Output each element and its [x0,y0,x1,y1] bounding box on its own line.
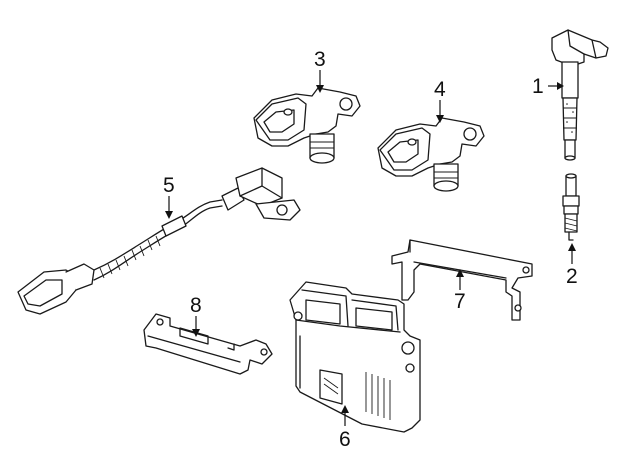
callout-label-7: 7 [454,290,466,313]
callout-label-5: 5 [163,174,175,197]
callout-arrow-5 [165,211,173,219]
part-crank-sensor-harness [17,167,301,315]
callout-arrow-4 [436,115,444,123]
callout-4: 4 [434,78,446,123]
callout-label-6: 6 [339,428,351,451]
callout-arrow-8 [192,329,200,337]
callout-3: 3 [314,48,326,93]
callout-arrow-7 [456,269,464,277]
callout-2: 2 [566,243,578,288]
callout-label-2: 2 [566,265,578,288]
part-cam-sensor-3 [253,87,361,164]
callout-7: 7 [454,269,466,313]
callout-5: 5 [163,174,175,219]
part-cam-sensor-4 [377,117,485,192]
part-mount-plate-8 [143,313,273,375]
callout-arrow-3 [316,85,324,93]
callout-arrow-6 [341,405,349,413]
callout-label-4: 4 [434,78,446,101]
callout-label-8: 8 [190,294,202,317]
callout-8: 8 [190,294,202,337]
callout-arrow-2 [568,243,576,251]
part-ecu [289,281,421,433]
callout-label-1: 1 [532,75,544,98]
callout-6: 6 [339,405,351,451]
callout-label-3: 3 [314,48,326,71]
callout-1: 1 [532,75,564,98]
part-ignition-coil [551,29,609,161]
part-spark-plug [562,173,580,241]
callout-arrow-1 [557,82,564,90]
